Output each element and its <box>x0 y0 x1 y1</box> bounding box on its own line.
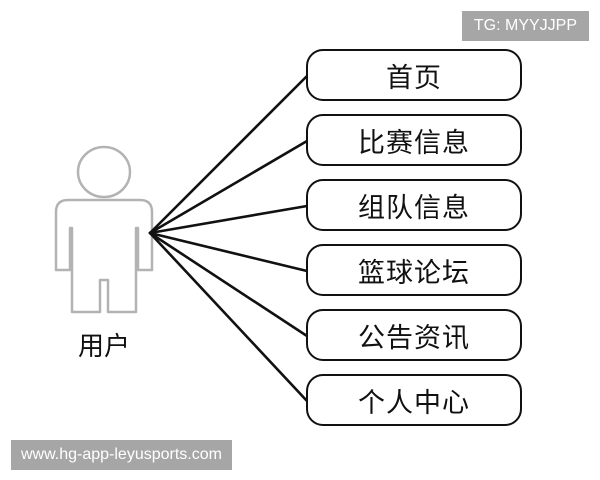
association-line-4 <box>148 231 309 273</box>
use-case-match-info: 比赛信息 <box>306 114 522 166</box>
actor-body <box>54 198 154 314</box>
watermark-url: www.hg-app-leyusports.com <box>11 440 232 470</box>
association-line-5 <box>148 231 309 338</box>
association-lines <box>148 74 309 403</box>
actor-head <box>76 145 132 199</box>
use-case-basketball-forum: 篮球论坛 <box>306 244 522 296</box>
association-line-3 <box>148 204 309 235</box>
association-line-2 <box>148 139 309 235</box>
actor-label: 用户 <box>77 332 130 362</box>
watermark-telegram: TG: MYYJJPP <box>461 11 589 41</box>
use-case-home: 首页 <box>306 49 522 101</box>
stick-figure-user-icon <box>54 145 154 314</box>
association-line-6 <box>148 231 309 403</box>
association-line-1 <box>148 74 309 235</box>
use-case-team-info: 组队信息 <box>306 179 522 231</box>
use-case-announcements: 公告资讯 <box>306 309 522 361</box>
use-case-personal-center: 个人中心 <box>306 374 522 426</box>
